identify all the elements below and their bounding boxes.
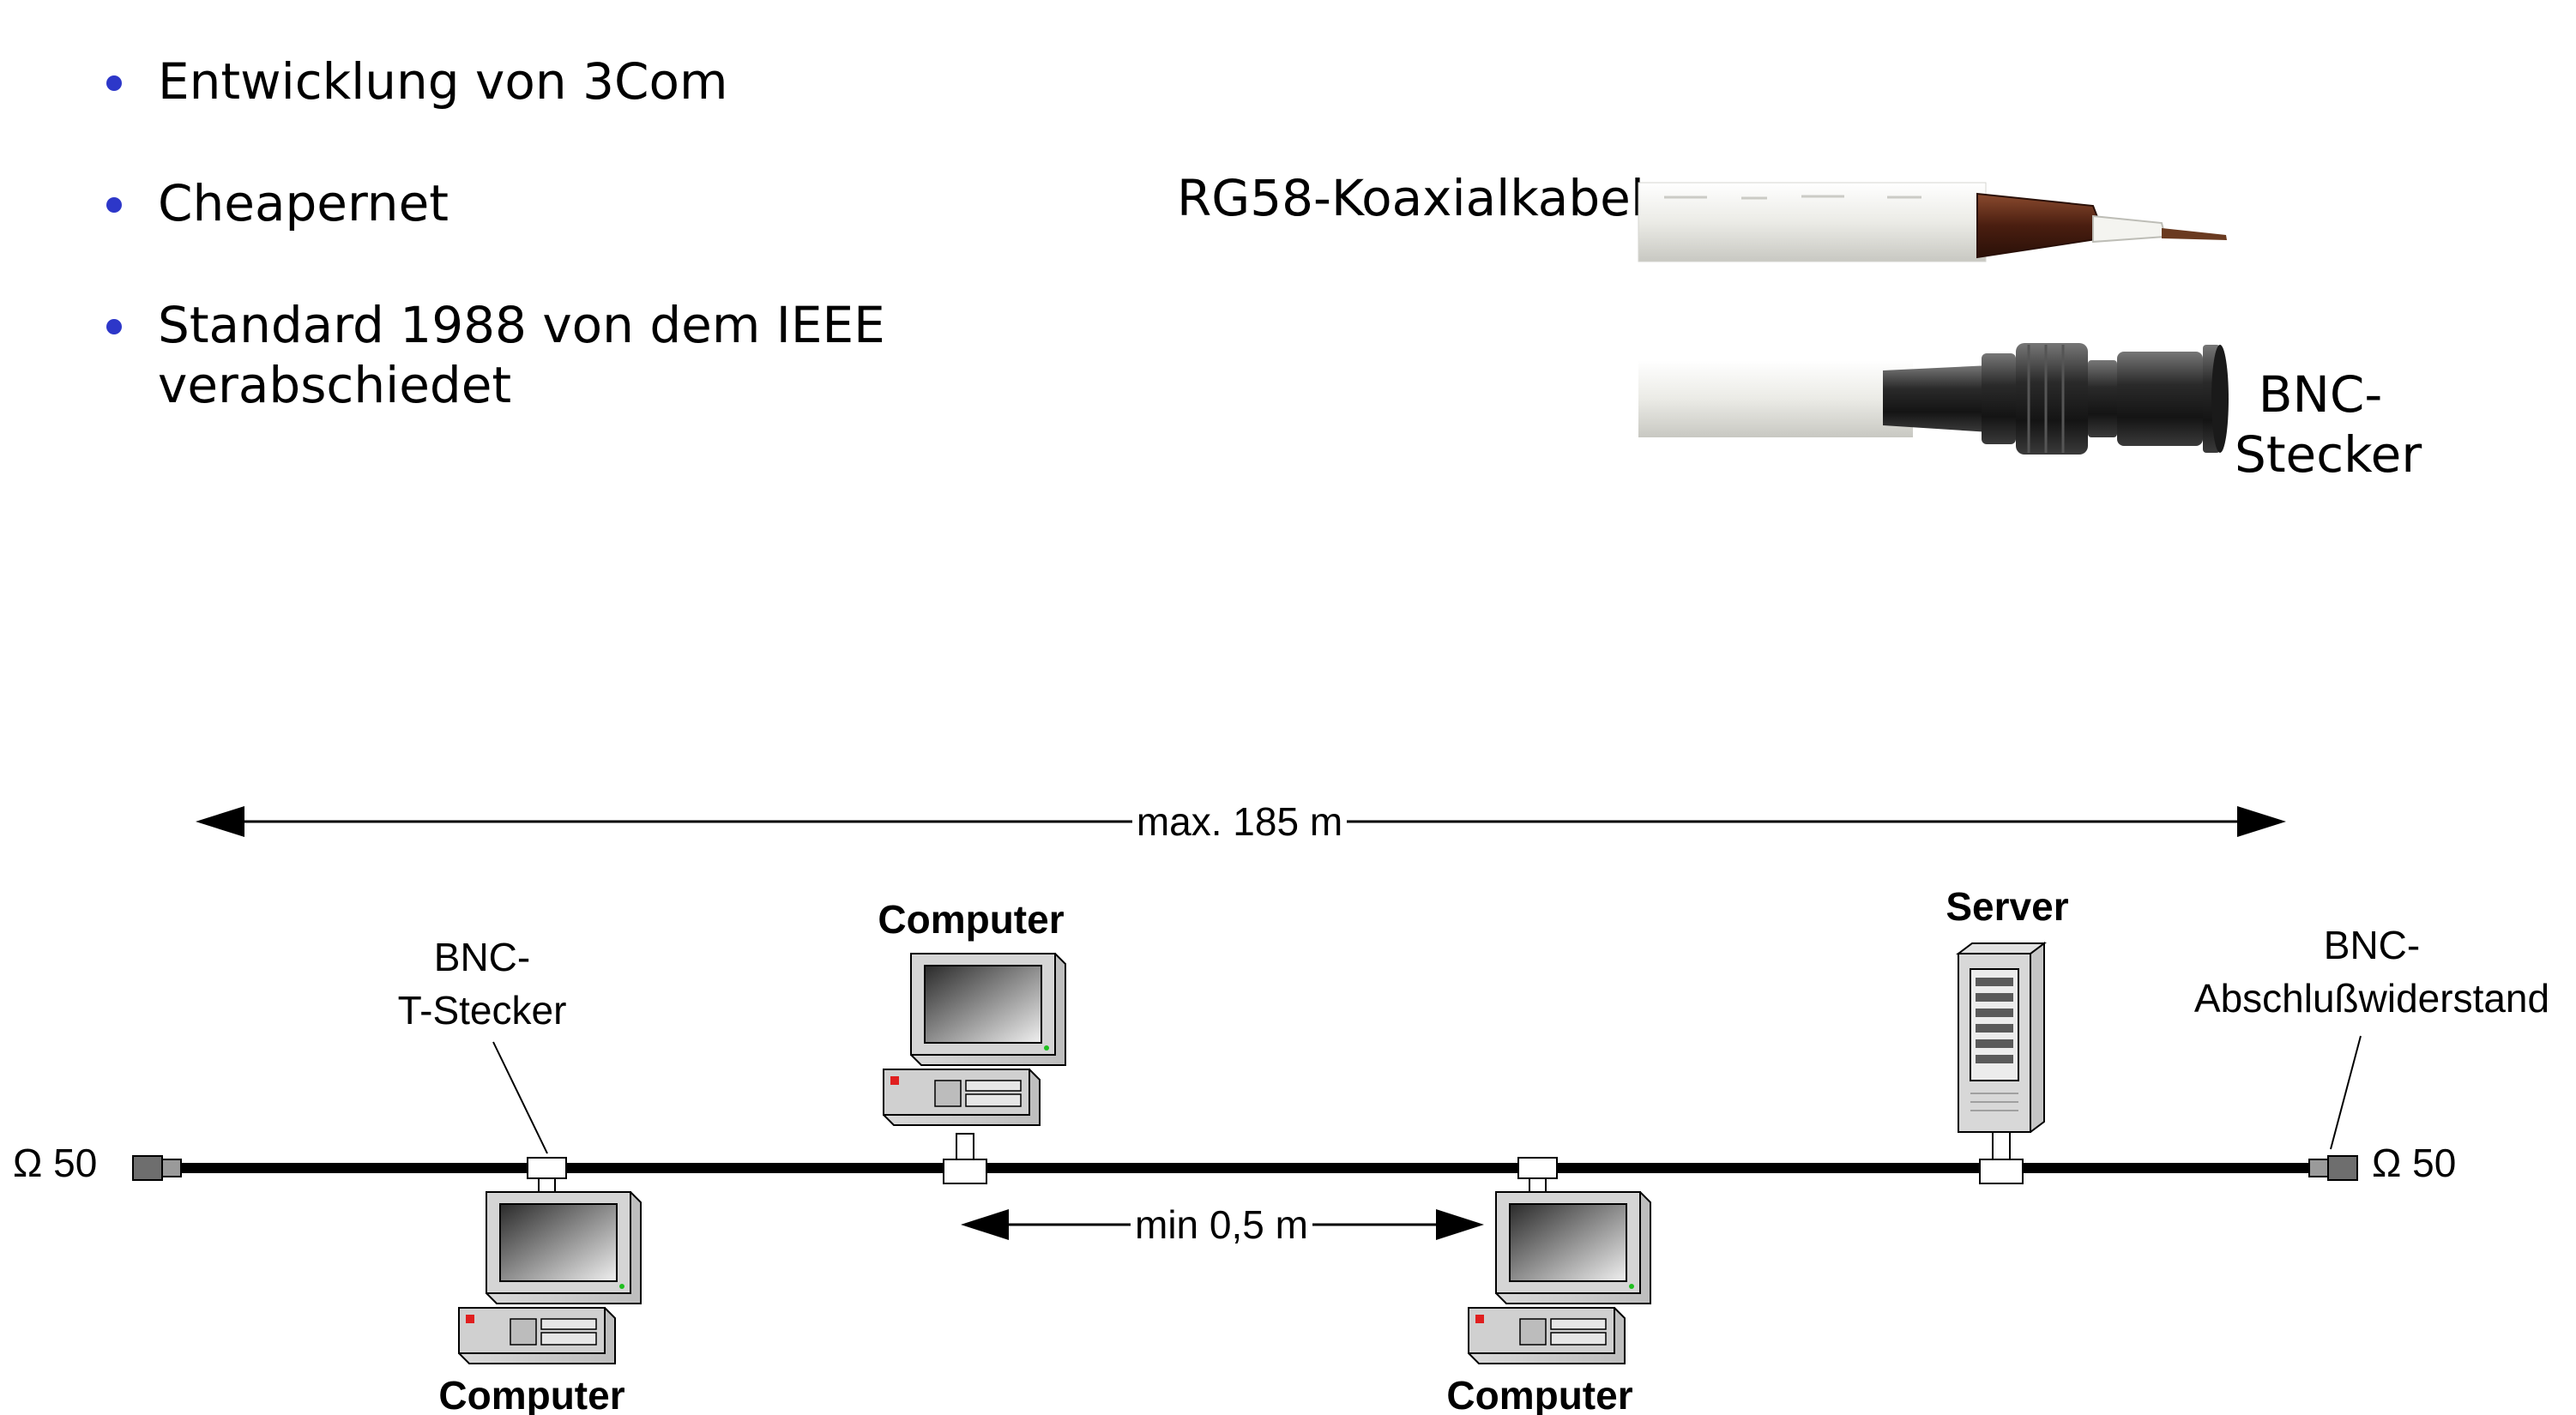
bullet-item: Entwicklung von 3Com — [103, 51, 1089, 111]
t-connector-top — [943, 1133, 987, 1184]
computer-bottom-right-icon — [1468, 1191, 1651, 1364]
min-distance-label: min 0,5 m — [1135, 1202, 1308, 1247]
t-connector-bottom-right — [1517, 1157, 1558, 1193]
bullet-item: Cheapernet — [103, 173, 1089, 233]
max-length-dimension: max. 185 m — [196, 799, 2286, 844]
server-icon — [1956, 942, 2047, 1133]
bullet-list: Entwicklung von 3Com Cheapernet Standard… — [103, 51, 1089, 477]
bullet-item: Standard 1988 von dem IEEE verabschiedet — [103, 295, 1089, 415]
terminator-right — [2308, 1155, 2358, 1181]
t-connector-callout-line — [492, 1041, 548, 1154]
max-length-label: max. 185 m — [1137, 799, 1342, 844]
arrow-left-icon — [196, 806, 244, 837]
min-distance-dimension: min 0,5 m — [961, 1202, 1484, 1247]
computer-bottom-left-label: Computer — [438, 1373, 624, 1415]
terminator-right-label: Ω 50 — [2372, 1141, 2456, 1185]
computer-bottom-right-label: Computer — [1446, 1373, 1632, 1415]
t-connector-label-line2: T-Stecker — [398, 988, 567, 1033]
arrow-left-icon — [961, 1209, 1009, 1240]
t-connector-bottom-left — [527, 1157, 567, 1193]
terminator-callout-line — [2330, 1035, 2362, 1150]
connector-label: BNC- Stecker — [2235, 364, 2422, 485]
connector-label-line1: BNC- — [2258, 365, 2383, 424]
terminator-left-label: Ω 50 — [13, 1141, 97, 1185]
terminator-label-line2: Abschlußwiderstand — [2194, 976, 2549, 1021]
connector-label-line2: Stecker — [2235, 425, 2422, 484]
t-connector-label-line1: BNC- — [434, 935, 530, 979]
arrow-right-icon — [2237, 806, 2286, 837]
arrow-right-icon — [1436, 1209, 1484, 1240]
computer-bottom-left-icon — [458, 1191, 642, 1364]
computer-top-icon — [883, 953, 1066, 1126]
t-connector-server — [1979, 1128, 2024, 1184]
server-label: Server — [1946, 884, 2068, 929]
terminator-label-line1: BNC- — [2324, 923, 2420, 967]
cable-label: RG58-Koaxialkabel — [1177, 169, 1644, 227]
coax-cable-photo — [1638, 182, 2227, 262]
bnc-connector-photo — [1638, 343, 2229, 455]
terminator-left — [132, 1155, 182, 1181]
computer-top-label: Computer — [878, 897, 1064, 942]
